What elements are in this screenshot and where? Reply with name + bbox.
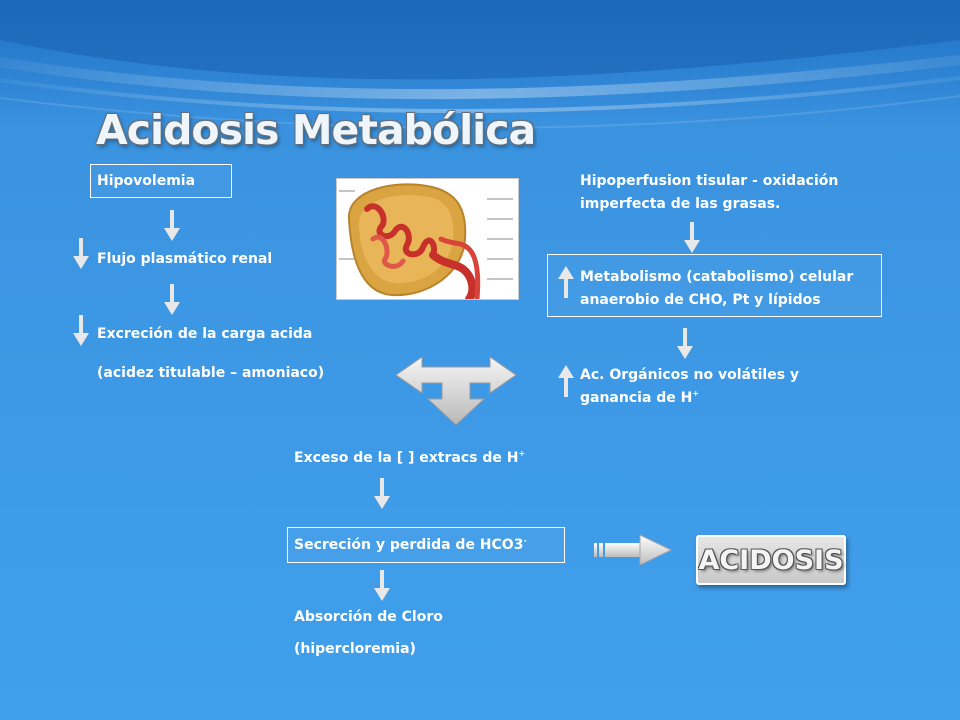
hipercloremia-label: (hipercloremia) — [294, 641, 416, 657]
merge-arrow-icon — [395, 356, 517, 426]
hipovolemia-label: Hipovolemia — [97, 173, 196, 189]
arrow-down-icon — [677, 328, 693, 359]
metabolismo-line2: anaerobio de CHO, Pt y lípidos — [580, 292, 821, 308]
kidney-nephron-icon — [337, 179, 518, 303]
flujo-label: Flujo plasmático renal — [97, 251, 273, 267]
acidosis-result: ACIDOSIS — [696, 535, 846, 585]
metabolismo-line1: Metabolismo (catabolismo) celular — [580, 269, 854, 285]
arrow-down-icon — [164, 210, 180, 241]
secrecion-label: Secreción y perdida de HCO3- — [294, 536, 527, 554]
exceso-label: Exceso de la [ ] extracs de H+ — [294, 449, 526, 467]
excrecion-label: Excreción de la carga acida — [97, 326, 313, 342]
metabolismo-box — [547, 254, 882, 317]
arrow-down-icon — [684, 222, 700, 253]
arrow-down-icon — [73, 315, 89, 346]
hipoperfusion-line2: imperfecta de las grasas. — [580, 196, 781, 212]
arrow-up-icon — [558, 266, 574, 298]
absorcion-label: Absorción de Cloro — [294, 609, 443, 625]
organicos-line2: ganancia de H+ — [580, 389, 700, 407]
hipovolemia-box — [90, 164, 232, 198]
organicos-line1: Ac. Orgánicos no volátiles y — [580, 367, 800, 383]
arrow-down-icon — [374, 570, 390, 601]
acidez-label: (acidez titulable – amoniaco) — [97, 365, 325, 381]
arrow-up-icon — [558, 365, 574, 397]
kidney-nephron-image — [336, 178, 519, 303]
slide-title: Acidosis Metabólica — [96, 106, 536, 154]
secrecion-box — [287, 527, 565, 563]
arrow-down-icon — [374, 478, 390, 509]
arrow-down-icon — [73, 238, 89, 269]
arrow-right-icon — [594, 534, 672, 566]
acidosis-label: ACIDOSIS — [698, 544, 844, 576]
arrow-down-icon — [164, 284, 180, 315]
hipoperfusion-line1: Hipoperfusion tisular - oxidación — [580, 173, 839, 189]
